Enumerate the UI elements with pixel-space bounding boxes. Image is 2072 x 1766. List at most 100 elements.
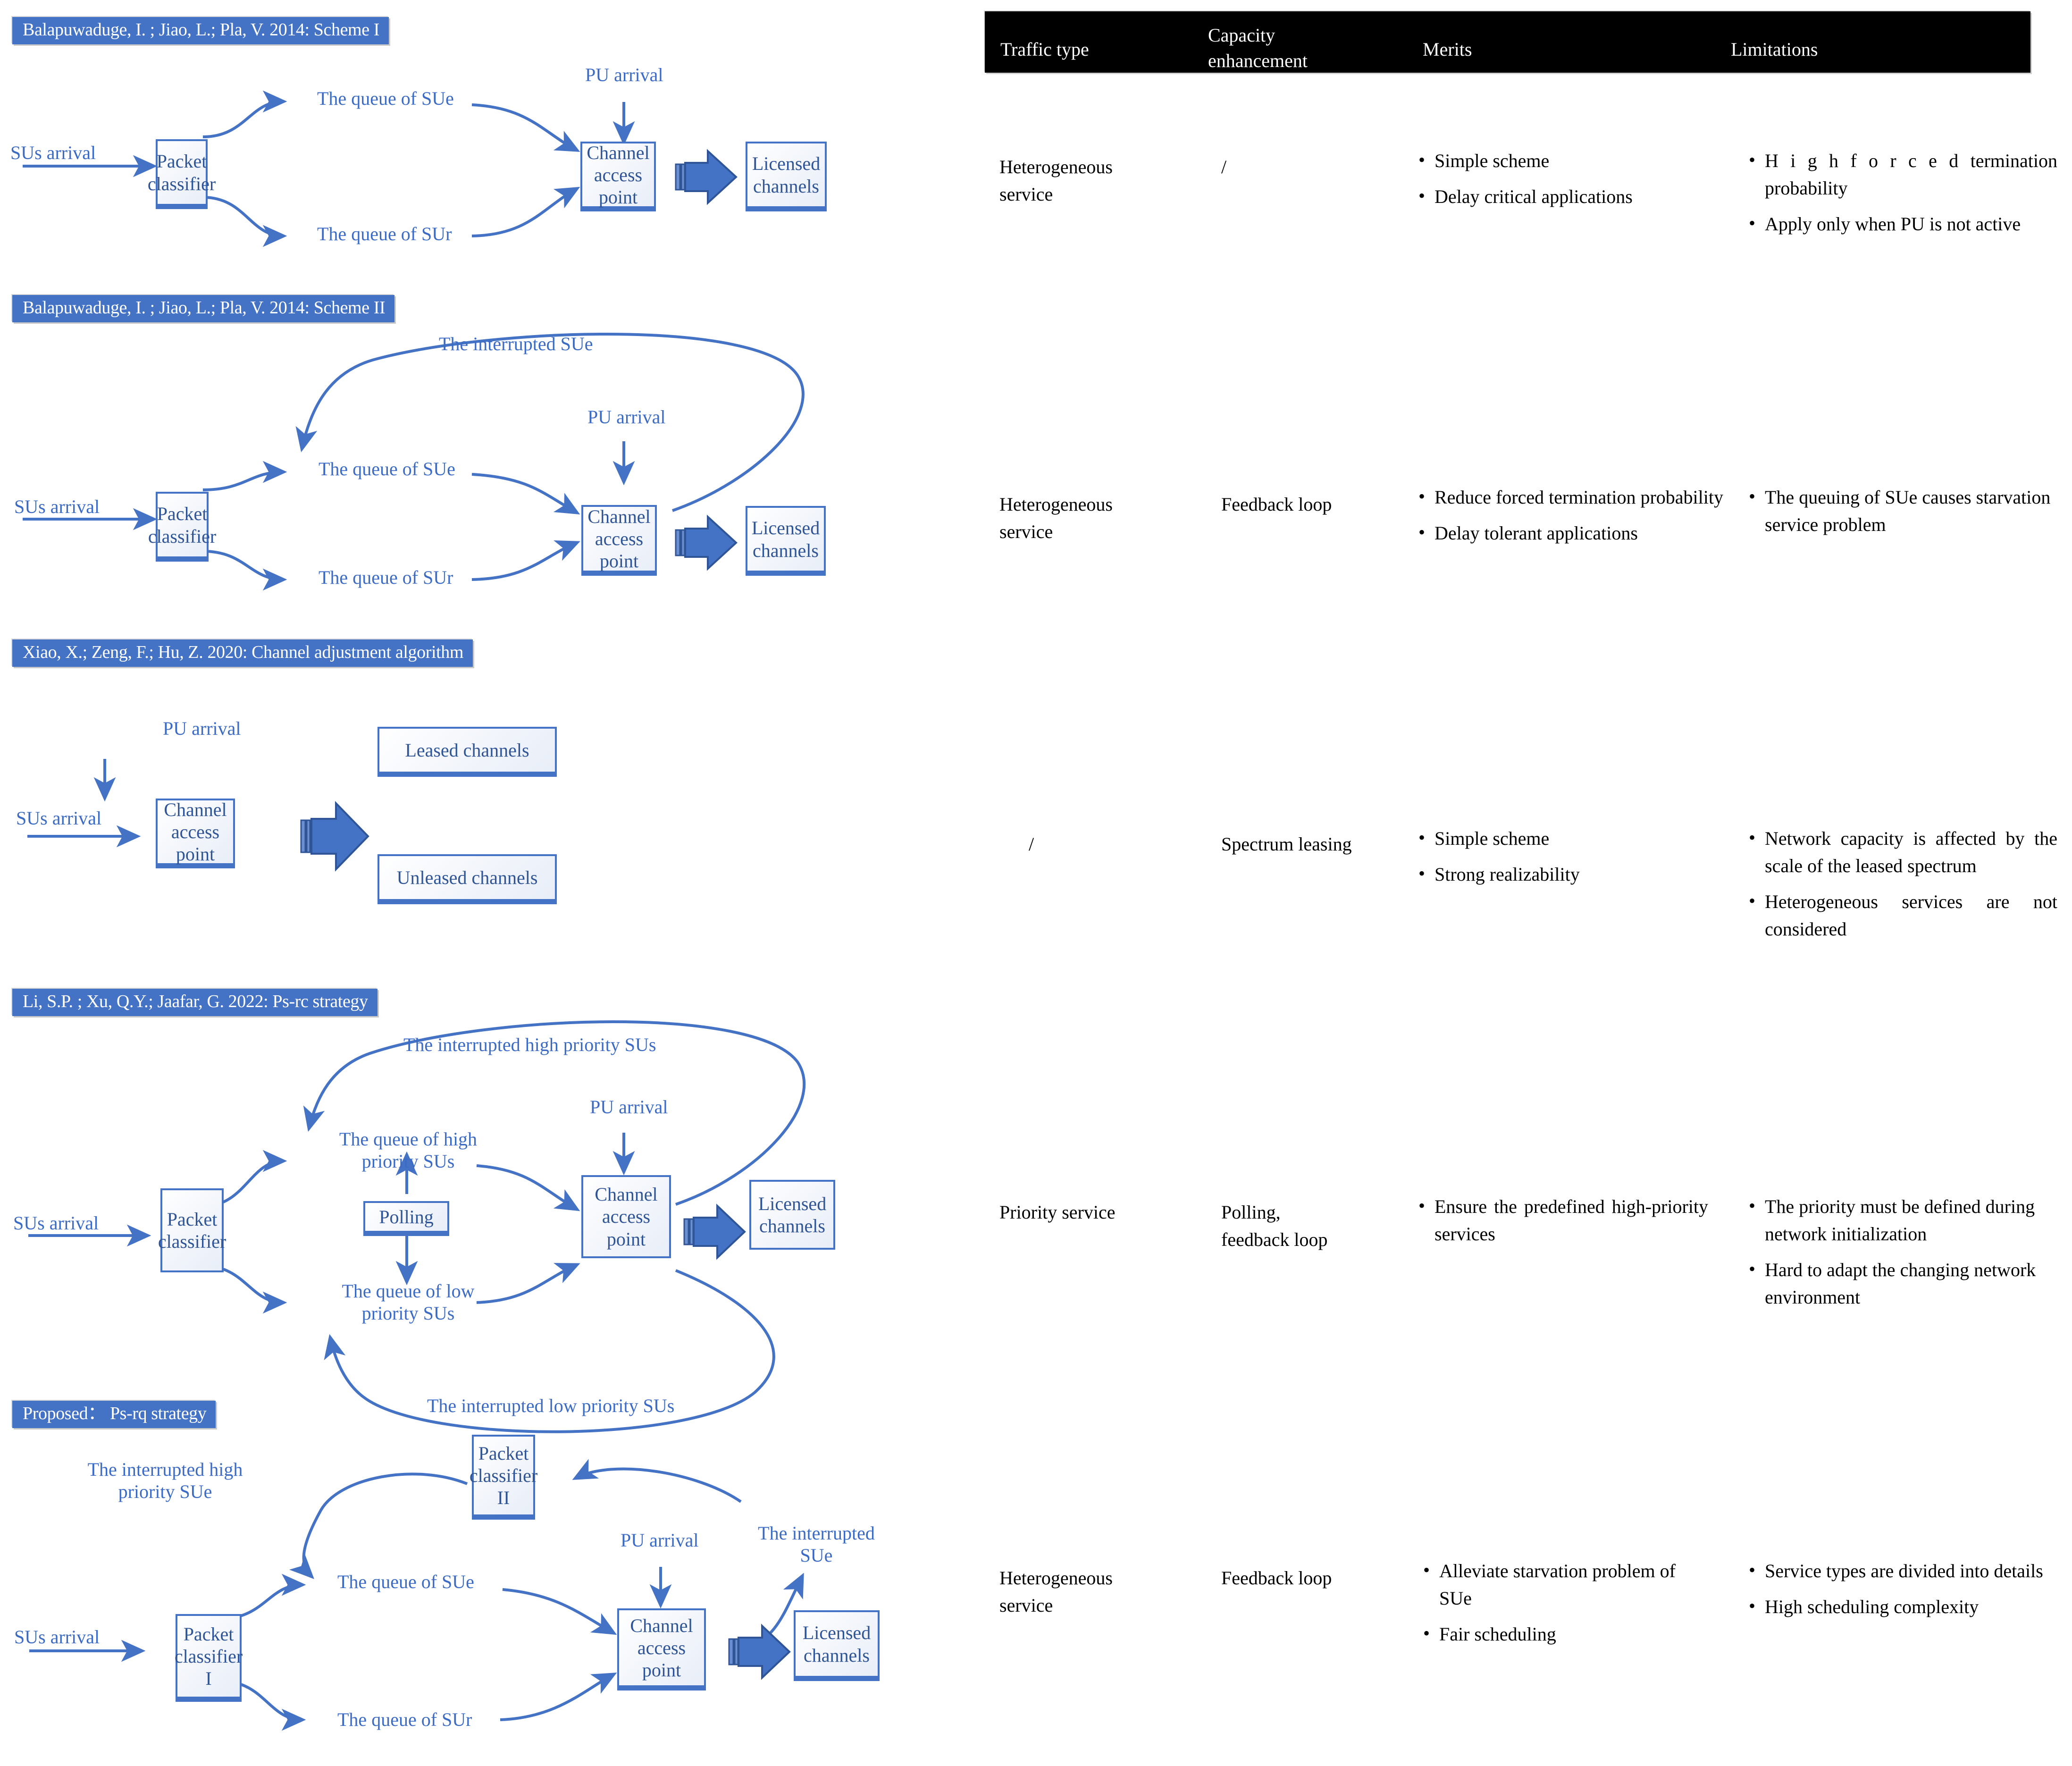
list-item: The queuing of SUe causes starvation ser… xyxy=(1746,483,2057,538)
node-packet-classifier-1-5: Packet classifier I xyxy=(175,1614,243,1702)
node-channel-access-point-3: Channel access point xyxy=(156,799,235,868)
node-channel-access-point-4: Channel access point xyxy=(581,1175,671,1258)
list-item: Strong realizability xyxy=(1416,860,1713,888)
node-channel-access-point-1: Channel access point xyxy=(580,142,656,211)
list-item: Simple scheme xyxy=(1416,824,1713,852)
cell-merits-3: Simple scheme Strong realizability xyxy=(1416,824,1713,897)
label-interrupted-sue-5: The interrupted SUe xyxy=(758,1522,875,1566)
list-item: Apply only when PU is not active xyxy=(1746,210,2057,238)
diagram-title-scheme-1: Balapuwaduge, I. ; Jiao, L.; Pla, V. 201… xyxy=(12,17,389,44)
label-interrupted-sue-2: The interrupted SUe xyxy=(439,333,593,354)
merits-list-3: Simple scheme Strong realizability xyxy=(1416,824,1713,888)
diagram-title-ps-rc: Li, S.P. ; Xu, Q.Y.; Jaafar, G. 2022: Ps… xyxy=(12,989,377,1016)
cell-capacity-3: Spectrum leasing xyxy=(1221,833,1352,855)
list-item: Reduce forced termination probability xyxy=(1416,483,1727,511)
cell-traffic-type-1: Heterogeneous service xyxy=(999,156,1113,205)
block-arrow-1 xyxy=(684,149,738,205)
merits-list-4: Ensure the predefined high-priority serv… xyxy=(1416,1192,1708,1248)
label-queue-sur-1: The queue of SUr xyxy=(317,223,452,244)
limitations-list-3: Network capacity is affected by the scal… xyxy=(1746,824,2057,943)
cell-limitations-2: The queuing of SUe causes starvation ser… xyxy=(1746,483,2057,547)
cell-traffic-type-2: Heterogeneous service xyxy=(999,494,1113,542)
label-queue-high-4: The queue of high priority SUs xyxy=(339,1128,478,1172)
cell-merits-2: Reduce forced termination probability De… xyxy=(1416,483,1727,555)
cell-capacity-2: Feedback loop xyxy=(1221,494,1332,515)
block-arrow-2 xyxy=(684,514,738,571)
label-pu-arrival-4: PU arrival xyxy=(590,1096,668,1118)
cell-capacity-4: Polling, feedback loop xyxy=(1221,1202,1328,1250)
list-item: Simple scheme xyxy=(1416,146,1722,175)
label-queue-sur-2: The queue of SUr xyxy=(319,567,453,588)
label-queue-sue-1: The queue of SUe xyxy=(317,88,454,109)
cell-capacity-5: Feedback loop xyxy=(1221,1567,1332,1589)
list-item: Heterogeneous services are not considere… xyxy=(1746,887,2057,943)
list-item: The priority must be defined during netw… xyxy=(1746,1192,2057,1248)
label-queue-sue-2: The queue of SUe xyxy=(319,458,455,479)
cell-merits-4: Ensure the predefined high-priority serv… xyxy=(1416,1192,1708,1256)
table-header-capacity-enhancement: Capacity enhancement xyxy=(1208,25,1308,71)
table-header-traffic-type: Traffic type xyxy=(1000,39,1089,60)
block-arrow-5 xyxy=(738,1623,791,1680)
node-packet-classifier-2: Packet classifier xyxy=(148,492,216,562)
list-item: Hard to adapt the changing network envir… xyxy=(1746,1255,2057,1311)
cell-limitations-3: Network capacity is affected by the scal… xyxy=(1746,824,2057,951)
cell-limitations-4: The priority must be defined during netw… xyxy=(1746,1192,2057,1320)
node-packet-classifier-1: Packet classifier xyxy=(148,139,216,209)
cell-traffic-type-4: Priority service xyxy=(999,1202,1116,1223)
block-arrow-4 xyxy=(693,1203,746,1260)
label-sus-arrival-1: SUs arrival xyxy=(10,142,96,163)
label-sus-arrival-4: SUs arrival xyxy=(13,1212,99,1234)
label-queue-sue-5: The queue of SUe xyxy=(337,1571,474,1592)
merits-list-2: Reduce forced termination probability De… xyxy=(1416,483,1727,547)
list-item: Delay critical applications xyxy=(1416,182,1722,210)
list-item: H i g h f o r c e d termination probabil… xyxy=(1746,146,2057,202)
cell-traffic-type-3: / xyxy=(1029,833,1034,855)
diagram-title-scheme-2: Balapuwaduge, I. ; Jiao, L.; Pla, V. 201… xyxy=(12,295,395,322)
label-sus-arrival-3: SUs arrival xyxy=(16,807,102,829)
list-item: High scheduling complexity xyxy=(1746,1592,2057,1621)
list-item: Fair scheduling xyxy=(1420,1620,1703,1648)
cell-traffic-type-5: Heterogeneous service xyxy=(999,1567,1113,1616)
node-licensed-channels-2: Licensed channels xyxy=(746,506,826,576)
limitations-list-2: The queuing of SUe causes starvation ser… xyxy=(1746,483,2057,538)
limitations-list-1: H i g h f o r c e d termination probabil… xyxy=(1746,146,2057,238)
cell-limitations-5: Service types are divided into details H… xyxy=(1746,1556,2057,1629)
list-item: Alleviate starvation problem of SUe xyxy=(1420,1556,1703,1612)
node-leased-channels: Leased channels xyxy=(377,727,557,777)
label-pu-arrival-1: PU arrival xyxy=(585,64,663,85)
cell-capacity-1: / xyxy=(1221,156,1227,177)
node-licensed-channels-5: Licensed channels xyxy=(794,1610,880,1681)
list-item: Delay tolerant applications xyxy=(1416,519,1727,547)
label-interrupted-high-4: The interrupted high priority SUs xyxy=(403,1034,656,1055)
cell-merits-5: Alleviate starvation problem of SUe Fair… xyxy=(1420,1556,1703,1657)
list-item: Ensure the predefined high-priority serv… xyxy=(1416,1192,1708,1248)
diagram-title-channel-adjustment: Xiao, X.; Zeng, F.; Hu, Z. 2020: Channel… xyxy=(12,639,473,667)
node-packet-classifier-4: Packet classifier xyxy=(158,1188,226,1272)
node-packet-classifier-2-5: Packet classifier II xyxy=(470,1435,537,1520)
list-item: Service types are divided into details xyxy=(1746,1556,2057,1585)
cell-limitations-1: H i g h f o r c e d termination probabil… xyxy=(1746,146,2057,246)
diagram-title-ps-rq: Proposed： Ps-rq strategy xyxy=(12,1401,216,1428)
cell-merits-1: Simple scheme Delay critical application… xyxy=(1416,146,1722,219)
limitations-list-4: The priority must be defined during netw… xyxy=(1746,1192,2057,1311)
table-header-band xyxy=(985,11,2030,73)
node-polling: Polling xyxy=(363,1201,449,1236)
label-sus-arrival-5: SUs arrival xyxy=(14,1626,100,1648)
node-licensed-channels-4: Licensed channels xyxy=(749,1180,835,1250)
label-interrupted-high-sue-5: The interrupted high priority SUe xyxy=(87,1459,243,1503)
label-pu-arrival-3: PU arrival xyxy=(163,718,241,739)
list-item: Network capacity is affected by the scal… xyxy=(1746,824,2057,880)
merits-list-1: Simple scheme Delay critical application… xyxy=(1416,146,1722,210)
label-queue-sur-5: The queue of SUr xyxy=(337,1709,472,1730)
node-licensed-channels-1: Licensed channels xyxy=(746,142,827,211)
merits-list-5: Alleviate starvation problem of SUe Fair… xyxy=(1420,1556,1703,1648)
block-arrow-3 xyxy=(310,801,369,872)
label-queue-low-4: The queue of low priority SUs xyxy=(342,1280,475,1324)
label-pu-arrival-5: PU arrival xyxy=(621,1530,699,1551)
table-header-merits: Merits xyxy=(1423,39,1472,60)
label-interrupted-low-4: The interrupted low priority SUs xyxy=(427,1395,675,1416)
label-sus-arrival-2: SUs arrival xyxy=(14,496,100,517)
node-unleased-channels: Unleased channels xyxy=(377,854,557,904)
table-header-limitations: Limitations xyxy=(1731,39,1818,60)
node-channel-access-point-2: Channel access point xyxy=(581,505,657,576)
